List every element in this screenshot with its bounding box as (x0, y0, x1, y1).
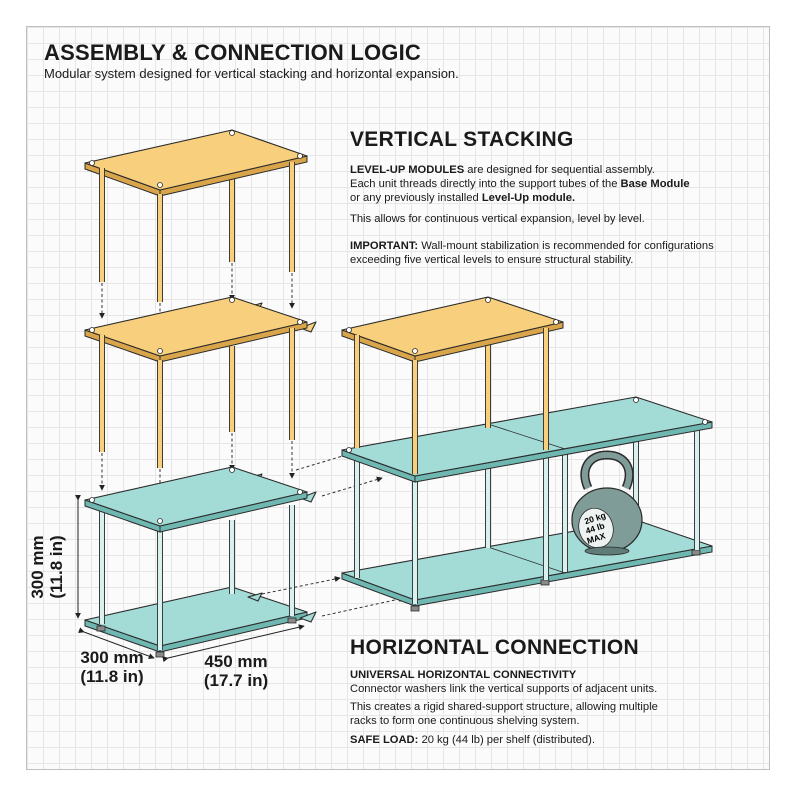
base-module-right-pair: 20 kg 44 lb MAX (341, 396, 713, 612)
vertical-stacking-text-2: This allows for continuous vertical expa… (350, 213, 645, 225)
width-dimension-label: 450 mm (17.7 in) (186, 652, 286, 690)
height-mm: 300 mm (28, 535, 47, 599)
depth-dimension-label: 300 mm (11.8 in) (70, 648, 154, 686)
text-span: racks to form one continuous shelving sy… (350, 715, 580, 727)
width-mm: 450 mm (204, 652, 268, 671)
depth-in: (11.8 in) (80, 667, 144, 686)
height-dimension-label: 300 mm (11.8 in) (28, 502, 66, 632)
horizontal-connection-text-2: This creates a rigid shared-support stru… (350, 700, 658, 728)
text-span: Wall-mount stabilization is recommended … (418, 240, 714, 252)
horizontal-connection-heading: HORIZONTAL CONNECTION (350, 636, 640, 659)
horizontal-connectivity-subheading: UNIVERSAL HORIZONTAL CONNECTIVITY (350, 669, 577, 681)
width-in: (17.7 in) (203, 671, 269, 690)
levelup-module-middle (84, 296, 317, 468)
height-in: (11.8 in) (47, 535, 66, 599)
text-span: Each unit threads directly into the supp… (350, 178, 621, 190)
page-subtitle: Modular system designed for vertical sta… (44, 66, 459, 81)
levelup-module-top (84, 129, 308, 302)
vertical-stacking-text-3: IMPORTANT: Wall-mount stabilization is r… (350, 239, 714, 267)
vertical-stacking-text-1: LEVEL-UP MODULES are designed for sequen… (350, 163, 690, 205)
base-module-left (84, 466, 317, 658)
depth-mm: 300 mm (80, 648, 144, 667)
levelup-modules-label: LEVEL-UP MODULES (350, 164, 465, 176)
levelup-module-right (341, 296, 564, 474)
page-title: ASSEMBLY & CONNECTION LOGIC (44, 40, 421, 65)
horizontal-connection-text-1: Connector washers link the vertical supp… (350, 683, 658, 695)
safe-load-text: SAFE LOAD: 20 kg (44 lb) per shelf (dist… (350, 733, 595, 747)
text-span: exceeding five vertical levels to ensure… (350, 254, 634, 266)
text-span: This creates a rigid shared-support stru… (350, 701, 658, 713)
text-span: 20 kg (44 lb) per shelf (distributed). (418, 734, 595, 746)
levelup-module-label: Level-Up module. (481, 192, 576, 204)
safe-load-label: SAFE LOAD: (350, 734, 419, 746)
base-module-label: Base Module (620, 178, 690, 190)
text-span: or any previously installed (350, 192, 482, 204)
dimension-lines (75, 494, 305, 663)
text-span: are designed for sequential assembly. (464, 164, 655, 176)
important-label: IMPORTANT: (350, 240, 419, 252)
vertical-stacking-heading: VERTICAL STACKING (350, 128, 574, 151)
kettlebell-icon: 20 kg 44 lb MAX (571, 450, 643, 556)
